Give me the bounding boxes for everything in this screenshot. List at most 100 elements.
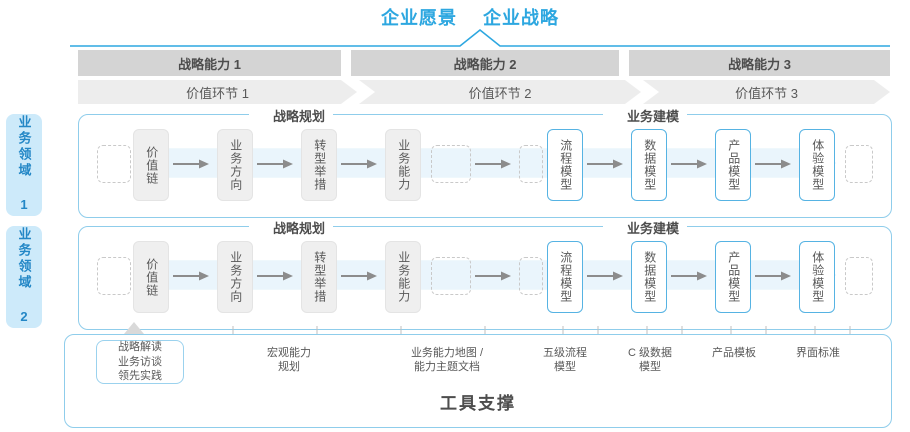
value-chain-label-1: 价值环节 1 — [186, 85, 249, 101]
flow-stub-middle2-2 — [519, 257, 543, 295]
planning-title-line-left-2 — [189, 226, 249, 227]
node-modeling-1-1[interactable]: 流程模型 — [547, 129, 583, 201]
flow-stub-end-1 — [845, 145, 873, 183]
flow-stub-middle-2 — [431, 257, 471, 295]
flow-stub-middle2-1 — [519, 145, 543, 183]
node-modeling-1-3[interactable]: 产品模型 — [715, 129, 751, 201]
modeling-section-title-1: 业务建模 — [603, 106, 703, 124]
enterprise-strategy-title: 企业战略 — [483, 8, 559, 28]
capability-header-row: 战略能力 1 战略能力 2 战略能力 3 — [78, 50, 890, 76]
flow-stub-middle-1 — [431, 145, 471, 183]
node-planning-2-3[interactable]: 转型举措 — [301, 241, 337, 313]
flow-stub-start-2 — [97, 257, 131, 295]
node-planning-2-4-label: 业务能力 — [396, 251, 411, 303]
domain-row-1: 战略规划 业务建模 价值链 业务方向 转型举措 — [78, 106, 892, 218]
node-modeling-2-3[interactable]: 产品模型 — [715, 241, 751, 313]
value-chain-row: 价值环节 1 价值环节 2 价值环节 3 — [78, 80, 890, 104]
arrow-modeling-2-3 — [755, 271, 791, 281]
modeling-title-line-right — [687, 114, 797, 115]
node-modeling-2-4[interactable]: 体验模型 — [799, 241, 835, 313]
sidebar-domain-1-label: 业务领域 1 — [16, 115, 32, 215]
value-chain-label-2: 价值环节 2 — [468, 85, 532, 101]
value-chain-segment-1[interactable]: 价值环节 1 — [78, 80, 357, 104]
node-modeling-2-1-label: 流程模型 — [558, 251, 573, 303]
arrow-planning-2-1 — [173, 271, 209, 281]
planning-title-line-right — [333, 114, 453, 115]
tool-callout-strategy[interactable]: 战略解读 业务访谈 领先实践 — [96, 340, 184, 384]
tool-label-macro-capability: 宏观能力 规划 — [267, 347, 311, 374]
modeling-title-line-left-2 — [531, 226, 603, 227]
node-planning-1-3[interactable]: 转型举措 — [301, 129, 337, 201]
node-modeling-1-2-label: 数据模型 — [642, 139, 657, 191]
node-planning-2-3-label: 转型举措 — [312, 251, 327, 303]
arrow-planning-2-2 — [257, 271, 293, 281]
modeling-title-line-left — [531, 114, 603, 115]
planning-title-line-right-2 — [333, 226, 453, 227]
node-modeling-2-2-label: 数据模型 — [642, 251, 657, 303]
node-modeling-1-4-label: 体验模型 — [810, 139, 825, 191]
node-planning-2-2[interactable]: 业务方向 — [217, 241, 253, 313]
capability-label-3: 战略能力 3 — [728, 56, 791, 72]
planning-section-title-2: 战略规划 — [249, 218, 349, 236]
capability-cell-2[interactable]: 战略能力 2 — [351, 50, 619, 76]
node-planning-2-4[interactable]: 业务能力 — [385, 241, 421, 313]
node-planning-2-1-label: 价值链 — [144, 257, 159, 297]
capability-label-1: 战略能力 1 — [178, 56, 241, 72]
flow-stub-end-2 — [845, 257, 873, 295]
sidebar-domain-2-label: 业务领域 2 — [16, 227, 32, 327]
sidebar-domain-2[interactable]: 业务领域 2 — [6, 226, 42, 328]
tool-support-title: 工具支撑 — [440, 394, 516, 413]
arrow-planning-1-2 — [257, 159, 293, 169]
arrow-modeling-1-2 — [671, 159, 707, 169]
capability-cell-1[interactable]: 战略能力 1 — [78, 50, 341, 76]
capability-cell-3[interactable]: 战略能力 3 — [629, 50, 890, 76]
node-modeling-2-3-label: 产品模型 — [726, 251, 741, 303]
tool-support-container: 工具支撑 — [64, 334, 892, 428]
arrow-planning-1-1 — [173, 159, 209, 169]
tool-label-process-model: 五级流程 模型 — [543, 347, 587, 374]
tool-label-product-template: 产品模板 — [712, 347, 756, 359]
tool-label-data-model: C 级数据 模型 — [628, 347, 672, 374]
arrow-planning-1-3 — [341, 159, 377, 169]
tool-label-ui-standard: 界面标准 — [796, 347, 840, 359]
capability-divider-1 — [341, 50, 351, 76]
node-planning-1-1-label: 价值链 — [144, 145, 159, 185]
node-planning-1-4[interactable]: 业务能力 — [385, 129, 421, 201]
enterprise-vision-title: 企业愿景 — [381, 8, 457, 28]
node-modeling-1-2[interactable]: 数据模型 — [631, 129, 667, 201]
capability-divider-2 — [619, 50, 629, 76]
top-title-group: 企业愿景 企业战略 — [300, 4, 640, 30]
node-planning-2-1[interactable]: 价值链 — [133, 241, 169, 313]
value-chain-segment-3[interactable]: 价值环节 3 — [643, 80, 890, 104]
capability-label-2: 战略能力 2 — [453, 56, 517, 72]
arrow-bridge-2 — [475, 271, 511, 281]
node-modeling-2-1[interactable]: 流程模型 — [547, 241, 583, 313]
arrow-modeling-2-1 — [587, 271, 623, 281]
sidebar-domain-1[interactable]: 业务领域 1 — [6, 114, 42, 216]
node-modeling-1-4[interactable]: 体验模型 — [799, 129, 835, 201]
node-modeling-1-3-label: 产品模型 — [726, 139, 741, 191]
peak-connector-line — [70, 28, 890, 47]
node-planning-1-2[interactable]: 业务方向 — [217, 129, 253, 201]
value-chain-label-3: 价值环节 3 — [735, 85, 798, 101]
node-planning-1-4-label: 业务能力 — [396, 139, 411, 191]
modeling-section-title-2: 业务建模 — [603, 218, 703, 236]
node-planning-1-3-label: 转型举措 — [312, 139, 327, 191]
arrow-modeling-2-2 — [671, 271, 707, 281]
value-chain-segment-2[interactable]: 价值环节 2 — [359, 80, 641, 104]
node-modeling-2-2[interactable]: 数据模型 — [631, 241, 667, 313]
arrow-planning-2-3 — [341, 271, 377, 281]
node-planning-1-2-label: 业务方向 — [228, 139, 243, 191]
planning-section-title-1: 战略规划 — [249, 106, 349, 124]
arrow-modeling-1-3 — [755, 159, 791, 169]
node-planning-2-2-label: 业务方向 — [228, 251, 243, 303]
node-modeling-2-4-label: 体验模型 — [810, 251, 825, 303]
flow-stub-start-1 — [97, 145, 131, 183]
arrow-bridge-1 — [475, 159, 511, 169]
node-planning-1-1[interactable]: 价值链 — [133, 129, 169, 201]
arrow-modeling-1-1 — [587, 159, 623, 169]
modeling-title-line-right-2 — [687, 226, 797, 227]
planning-title-line-left — [189, 114, 249, 115]
node-modeling-1-1-label: 流程模型 — [558, 139, 573, 191]
